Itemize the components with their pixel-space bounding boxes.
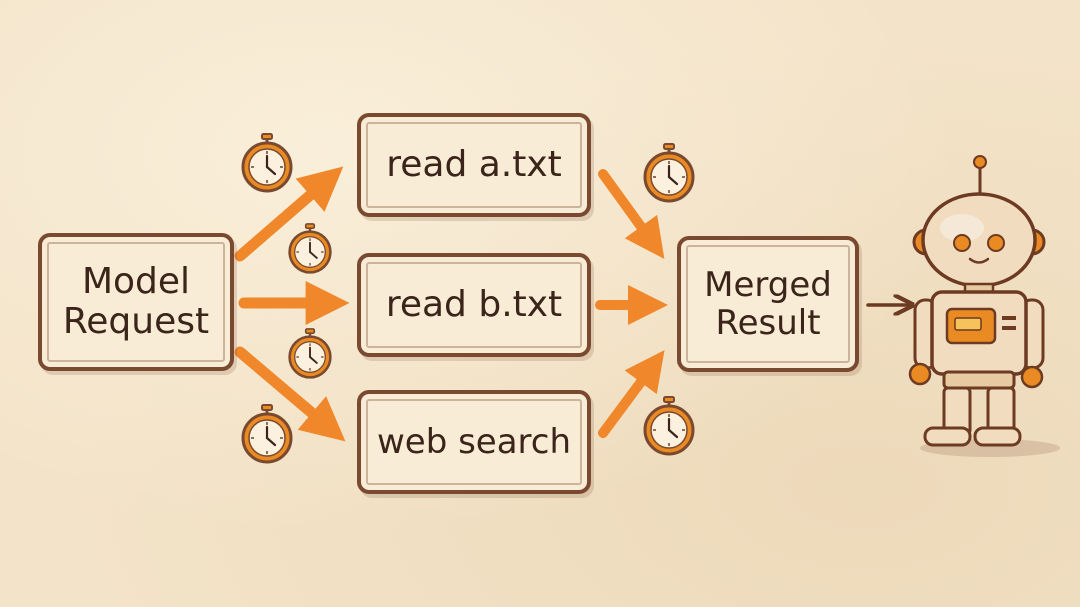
merged-result-label-line-2: Result xyxy=(715,303,821,343)
model-request-label-line-2: Request xyxy=(62,301,210,342)
stopwatch-icon xyxy=(643,395,695,456)
stopwatch-icon xyxy=(643,142,695,203)
model-request-label-line-1: Model xyxy=(81,260,191,302)
stopwatch-icon xyxy=(241,132,293,193)
read-b-label: read b.txt xyxy=(385,283,563,325)
web-search-label: web search xyxy=(376,421,572,462)
merged-result-node: Merged Result xyxy=(677,236,859,372)
arrow-a-to-merged xyxy=(598,169,665,259)
read-a-label: read a.txt xyxy=(386,143,562,185)
robot-illustration xyxy=(908,155,1060,457)
model-request-label: Model Request xyxy=(62,260,210,343)
arrow-c-to-merged xyxy=(598,350,665,438)
merged-result-label: Merged Result xyxy=(704,266,832,342)
stopwatch-icon xyxy=(288,222,332,274)
stopwatch-icon xyxy=(241,403,293,464)
model-request-node: Model Request xyxy=(38,233,234,371)
merged-result-label-line-1: Merged xyxy=(704,264,832,305)
read-b-node: read b.txt xyxy=(357,253,591,357)
arrow-model-to-c xyxy=(234,346,346,442)
arrow-model-to-a xyxy=(234,166,344,262)
read-a-node: read a.txt xyxy=(357,113,591,217)
stopwatch-icon xyxy=(288,327,332,379)
web-search-node: web search xyxy=(357,390,591,494)
